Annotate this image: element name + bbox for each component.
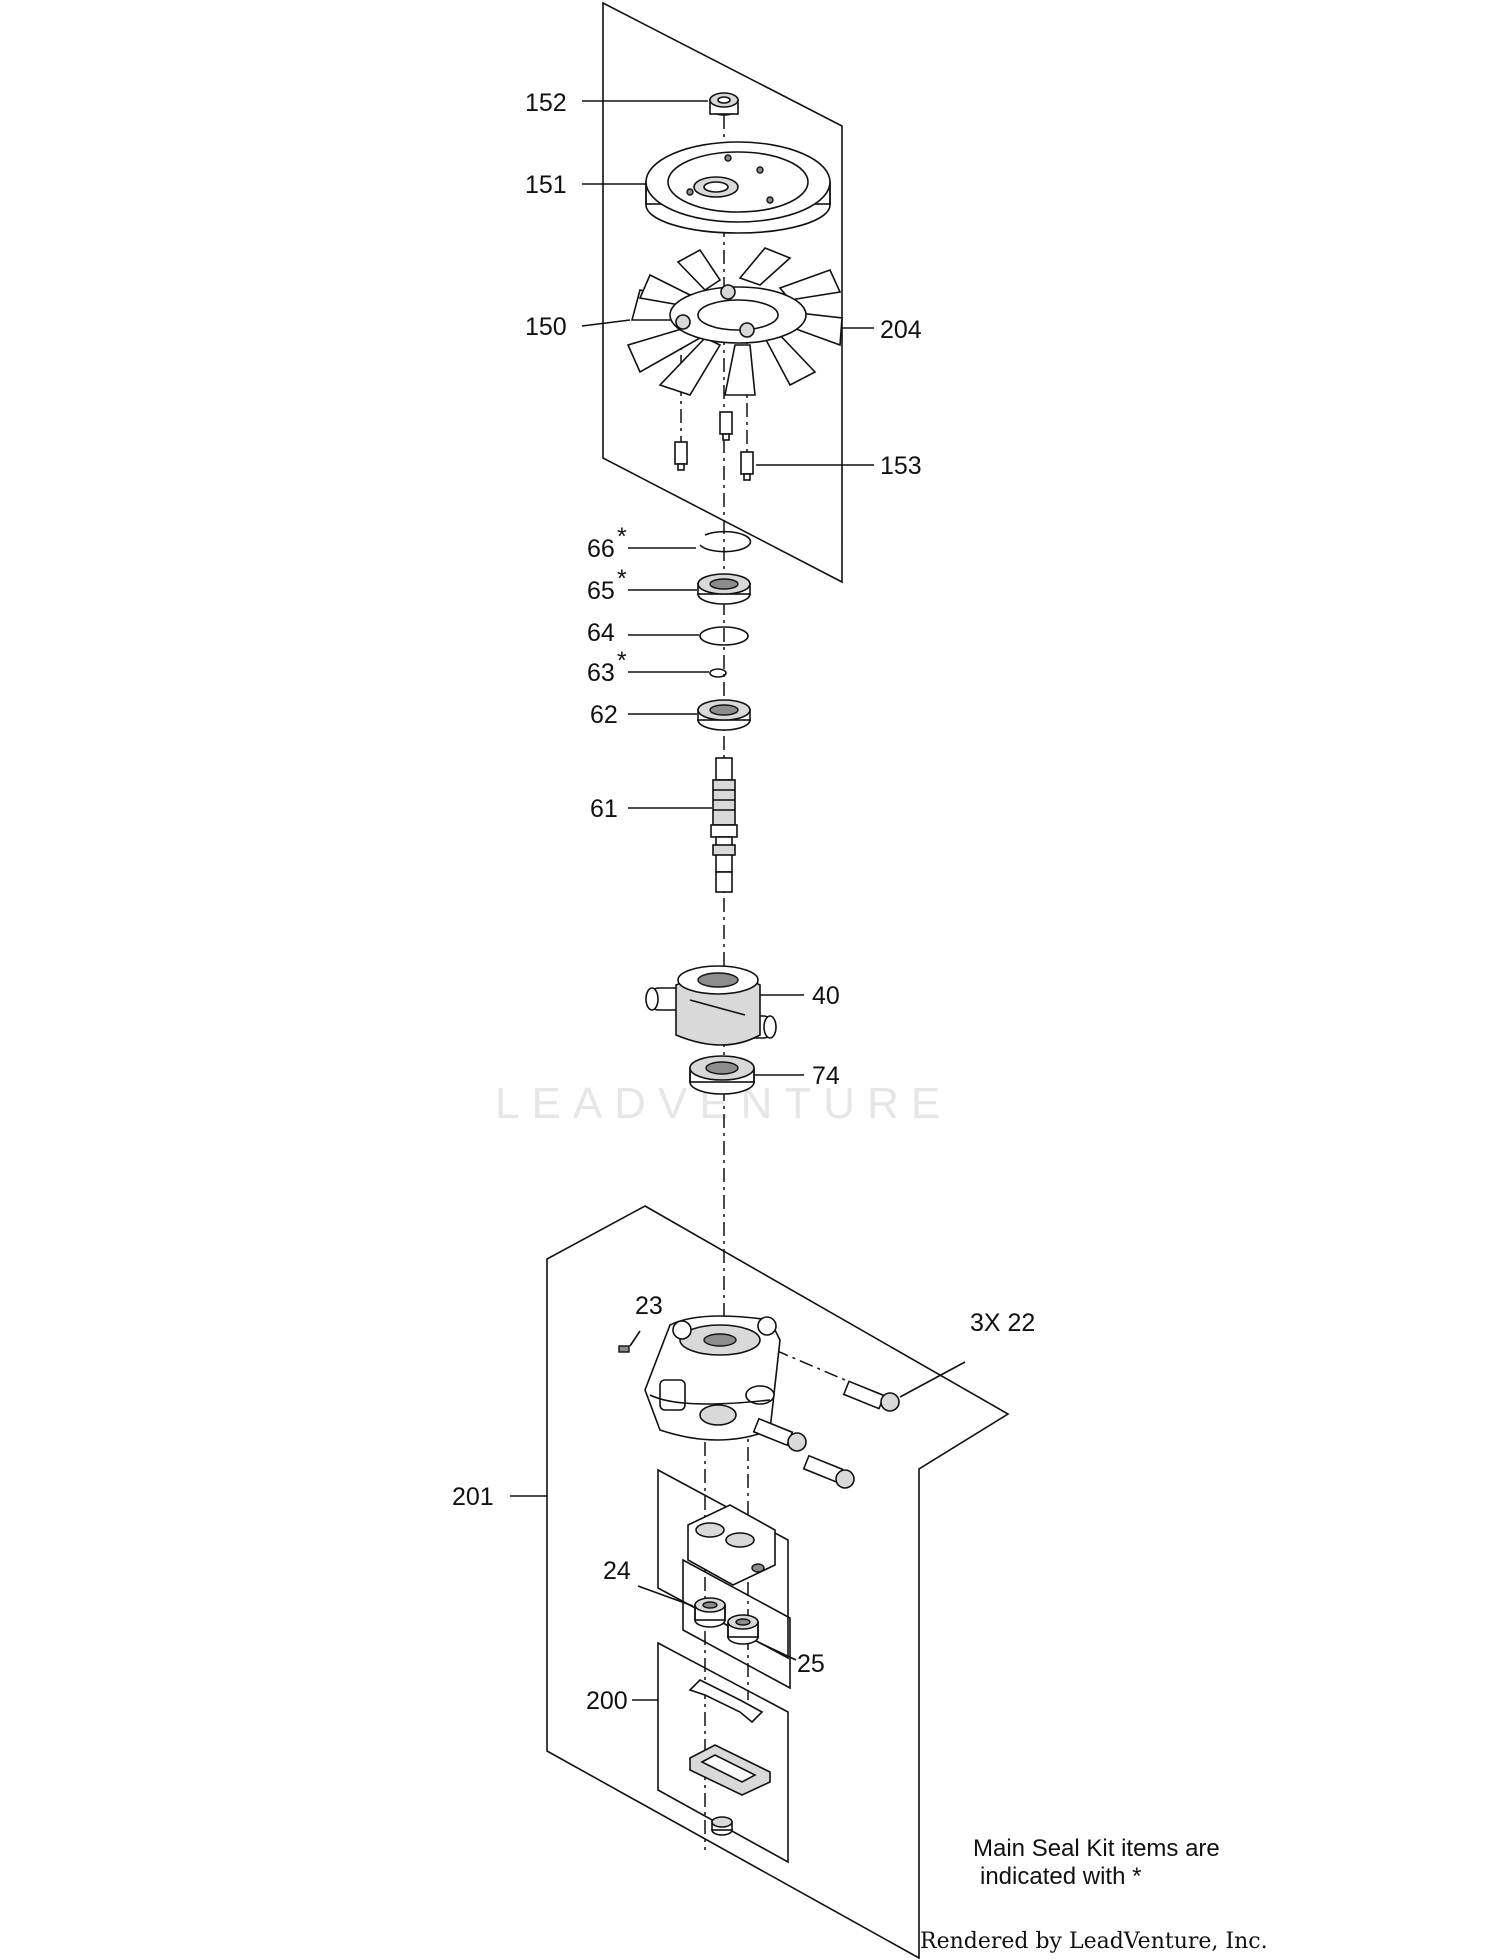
asterisk-66: *	[617, 523, 627, 551]
pin-23	[618, 1345, 630, 1353]
seal-74	[689, 1055, 755, 1095]
pulley-151	[645, 141, 831, 234]
callout-204: 204	[880, 316, 922, 344]
seal-kit-note-line2: indicated with *	[980, 1863, 1141, 1890]
kit-panel-201	[546, 1205, 1010, 1960]
valve-block	[687, 1504, 776, 1586]
seal-kit-note-line1: Main Seal Kit items are	[973, 1835, 1220, 1862]
bolts-153	[674, 411, 754, 481]
callout-63: 63	[587, 659, 615, 687]
callout-64: 64	[587, 619, 615, 647]
callout-152: 152	[525, 89, 567, 117]
washer-64	[699, 626, 749, 646]
asterisk-63: *	[617, 647, 627, 675]
callout-22: 3X 22	[970, 1309, 1035, 1337]
sub-panel-200	[657, 1641, 789, 1864]
callout-151: 151	[525, 171, 567, 199]
bolts-22	[752, 1380, 900, 1489]
callout-150: 150	[525, 313, 567, 341]
swash-plate-40	[645, 965, 777, 1046]
bearing-65	[697, 573, 751, 605]
shaft-61	[710, 757, 738, 893]
callout-24: 24	[603, 1557, 631, 1585]
retaining-ring-66	[699, 530, 752, 553]
callout-200: 200	[586, 1687, 628, 1715]
seal-24	[694, 1597, 726, 1628]
callout-62: 62	[590, 701, 618, 729]
callout-23: 23	[635, 1292, 663, 1320]
nut-152	[709, 92, 739, 116]
leader-lines	[510, 100, 966, 1701]
callout-25: 25	[797, 1650, 825, 1678]
pump-housing	[644, 1315, 781, 1441]
callout-201: 201	[452, 1483, 494, 1511]
kit-panel-204	[602, 1, 843, 584]
callout-61: 61	[590, 795, 618, 823]
o-ring-63	[709, 668, 727, 678]
fan-150	[626, 247, 843, 396]
sub-panel-24-25	[682, 1558, 791, 1690]
callout-40: 40	[812, 982, 840, 1010]
asterisk-65: *	[617, 565, 627, 593]
callout-74: 74	[812, 1062, 840, 1090]
seal-25	[727, 1614, 759, 1645]
callout-153: 153	[880, 452, 922, 480]
valve-kit-200	[688, 1679, 771, 1836]
render-credit: Rendered by LeadVenture, Inc.	[920, 1929, 1268, 1954]
callout-66: 66	[587, 535, 615, 563]
bearing-62	[697, 699, 751, 731]
callout-65: 65	[587, 577, 615, 605]
axis-bolt-22	[774, 1349, 881, 1396]
